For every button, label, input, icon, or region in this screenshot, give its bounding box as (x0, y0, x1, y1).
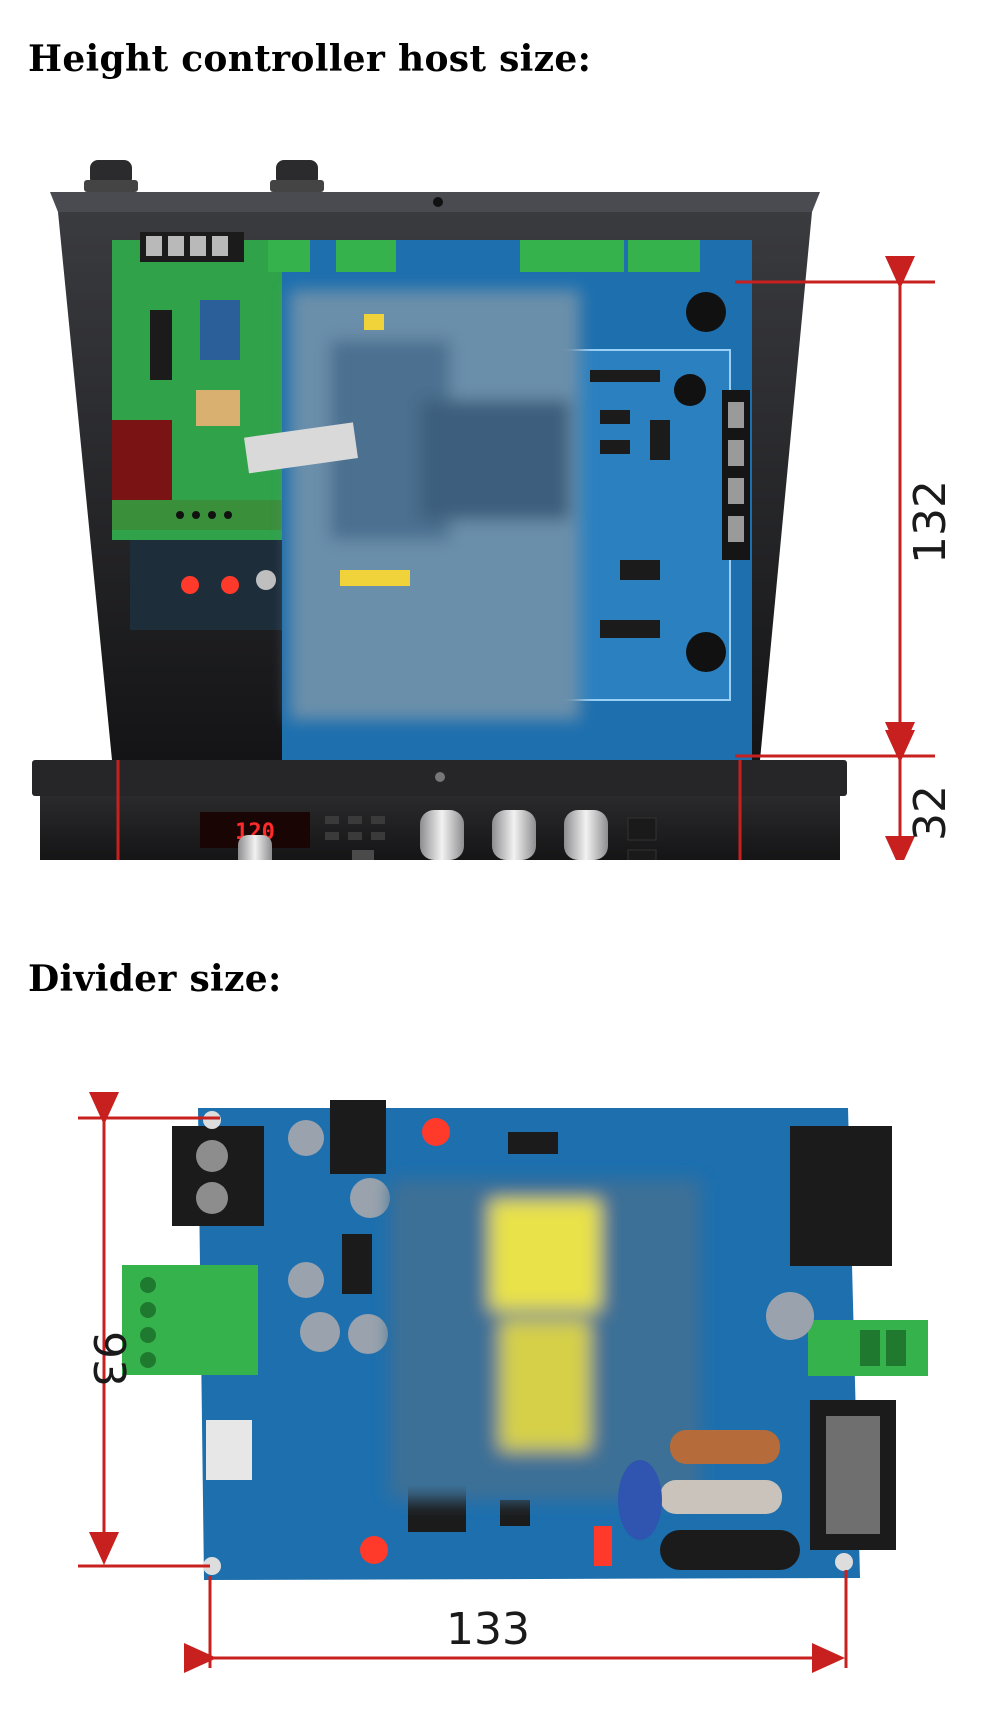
blurred-region (290, 290, 580, 720)
divider-photo-illustration: 93 133 (78, 1092, 928, 1673)
relay (790, 1126, 892, 1266)
dimension-divider-width-label: 133 (446, 1604, 530, 1655)
front-knob-2 (492, 810, 536, 860)
divider-size-heading: Divider size: (28, 958, 282, 1000)
divider-figure: 93 133 (0, 1080, 1000, 1710)
dimension-lines-host (116, 256, 935, 860)
dimension-panel-height-label: 32 (905, 785, 956, 841)
host-size-heading: Height controller host size: (28, 38, 592, 80)
front-knob-display (238, 835, 272, 860)
dimension-divider-height-label: 93 (83, 1331, 134, 1387)
dimension-lines-divider (78, 1092, 848, 1673)
height-controller-host-figure: 120 (0, 140, 1000, 860)
front-knob-3 (564, 810, 608, 860)
dimension-depth-label: 132 (905, 480, 956, 564)
terminal-blocks-top (268, 240, 700, 272)
host-photo-illustration: 120 (32, 160, 956, 860)
cable-gland-left (84, 160, 138, 192)
blurred-region-divider (390, 1180, 700, 1500)
front-knob-1 (420, 810, 464, 860)
cable-gland-right (270, 160, 324, 192)
